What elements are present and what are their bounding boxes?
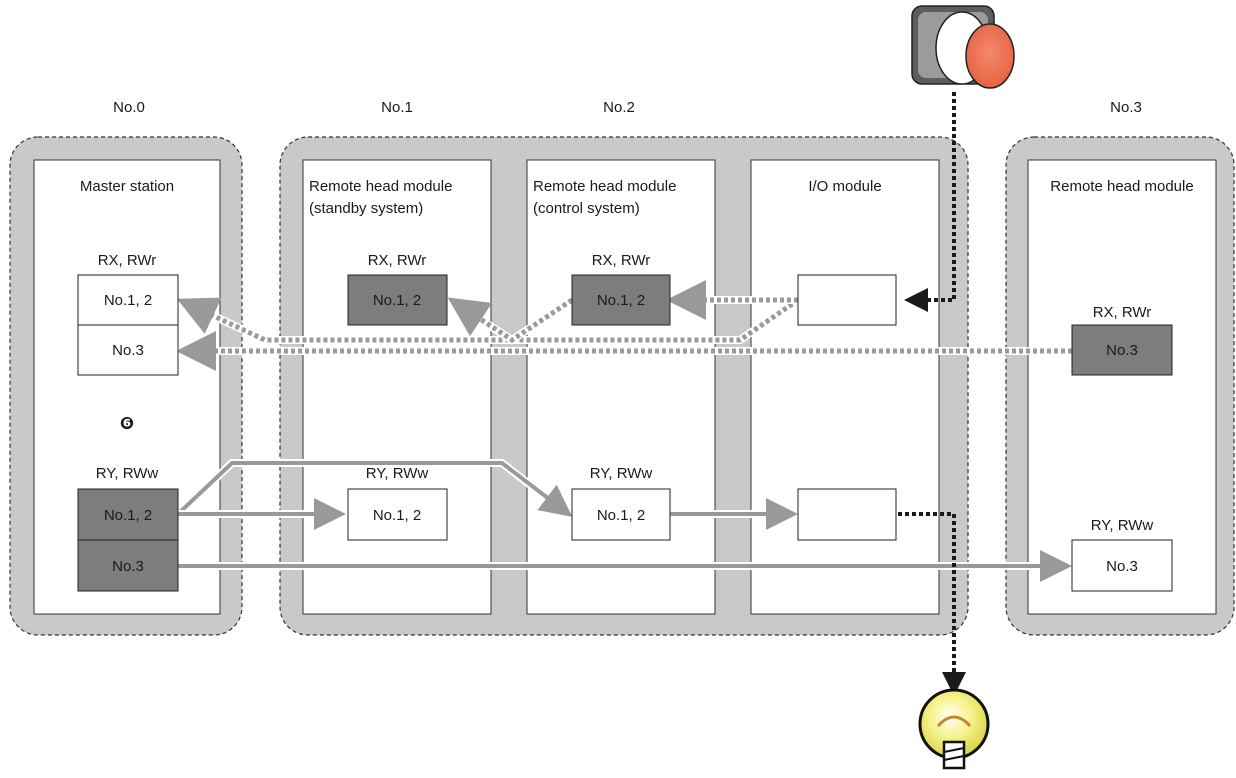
- control-ry-label: RY, RWw: [590, 465, 653, 482]
- standby-ry-cell-text: No.1, 2: [373, 507, 421, 524]
- control-rx-label: RX, RWr: [592, 252, 651, 269]
- master-rx-cell-no12-text: No.1, 2: [104, 292, 152, 309]
- control-ry-cell: [571, 488, 671, 541]
- master-rx-label: RX, RWr: [98, 252, 157, 269]
- remote3-rx-cell-text: No.3: [1106, 342, 1138, 359]
- control-ry-cell-text: No.1, 2: [597, 507, 645, 524]
- field-signal-lines: [898, 92, 966, 696]
- master-ry-cell-no12: [77, 488, 179, 541]
- remote3-rx-label: RX, RWr: [1093, 304, 1152, 321]
- standby-ry-cell: [347, 488, 448, 541]
- standby-module-subtitle: (standby system): [309, 200, 423, 217]
- master-ry-cell-no3: [77, 539, 179, 592]
- standby-rx-label: RX, RWr: [368, 252, 427, 269]
- standby-ry-label: RY, RWw: [366, 465, 429, 482]
- step-marker: ❻: [120, 414, 134, 433]
- master-rx-cell-no3-text: No.3: [112, 342, 144, 359]
- control-rx-cell-text: No.1, 2: [597, 292, 645, 309]
- standby-module-panel: [302, 159, 492, 615]
- standby-module-title: Remote head module: [309, 178, 452, 195]
- lamp-icon: [918, 688, 990, 770]
- master-ry-label: RY, RWw: [96, 465, 159, 482]
- io-input-cell: [797, 274, 897, 326]
- io-module-panel: [750, 159, 940, 615]
- master-ry-cell-no3-text: No.3: [112, 558, 144, 575]
- control-module-title: Remote head module: [533, 178, 676, 195]
- standby-rx-cell: [347, 274, 448, 326]
- control-module-subtitle: (control system): [533, 200, 640, 217]
- remote3-rx-cell: [1071, 324, 1173, 376]
- master-station-title: Master station: [80, 178, 174, 195]
- remote3-ry-cell: [1071, 539, 1173, 592]
- station-number-3: No.3: [1110, 99, 1142, 116]
- output-flow-lines: [175, 459, 1072, 582]
- station-number-0: No.0: [113, 99, 145, 116]
- remote3-ry-cell-text: No.3: [1106, 558, 1138, 575]
- io-output-cell: [797, 488, 897, 541]
- master-rx-cell-no3: [77, 324, 179, 376]
- control-module-panel: [526, 159, 716, 615]
- master-ry-cell-no12-text: No.1, 2: [104, 507, 152, 524]
- master-rx-cell-no12: [77, 274, 179, 326]
- standby-rx-cell-text: No.1, 2: [373, 292, 421, 309]
- input-flow-lines: [176, 280, 1072, 371]
- remote-module-3-title: Remote head module: [1050, 178, 1193, 195]
- station-number-1: No.1: [381, 99, 413, 116]
- remote3-ry-label: RY, RWw: [1091, 517, 1154, 534]
- station-number-2: No.2: [603, 99, 635, 116]
- remote-module-3-panel: [1027, 159, 1217, 615]
- push-button-icon: [911, 5, 1015, 89]
- io-module-title: I/O module: [808, 178, 881, 195]
- control-rx-cell: [571, 274, 671, 326]
